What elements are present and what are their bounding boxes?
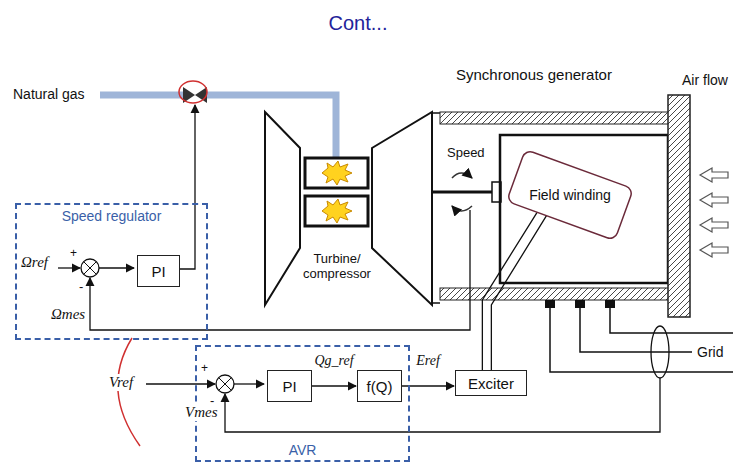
rotor	[500, 135, 668, 283]
summing-junction	[216, 375, 234, 393]
terminal	[605, 300, 615, 308]
compressor-shape	[265, 112, 300, 305]
diagram-label: +	[69, 247, 78, 261]
avr-region: AVR PI f(Q)	[195, 345, 410, 462]
air-filter	[668, 95, 690, 317]
signal-wire	[234, 383, 264, 384]
region-heading: Speed regulator	[17, 208, 206, 224]
air-arrow	[700, 168, 728, 182]
pi-block: PI	[267, 370, 312, 402]
diagram-label: Ωmes	[50, 306, 86, 323]
diagram-label: -	[78, 280, 84, 295]
grid-wire	[550, 308, 733, 372]
red-mark	[179, 81, 207, 103]
diagram-label: Vmes	[184, 404, 219, 421]
speed-arrow	[452, 206, 472, 211]
pi-block: PI	[137, 255, 180, 287]
exciter-box: Exciter	[455, 370, 527, 396]
diagram-label: Air flow	[681, 72, 729, 88]
shaft	[432, 191, 492, 194]
summing-cross	[84, 262, 96, 274]
signal-connector	[312, 385, 356, 386]
combustor	[305, 196, 368, 226]
turbine-shape	[372, 112, 432, 305]
terminal	[545, 300, 555, 308]
signal-wire	[178, 105, 195, 269]
flame	[322, 199, 352, 223]
diagram-label: Speed	[446, 146, 486, 161]
block-label: Field winding	[529, 187, 611, 203]
field-winding: Field winding	[500, 145, 640, 245]
block-label: Exciter	[468, 375, 514, 392]
block-label: PI	[282, 378, 296, 395]
red-mark	[118, 338, 140, 446]
summing-junction	[81, 259, 99, 277]
diagram-label: Natural gas	[12, 86, 86, 102]
diagram-label: Turbine/ compressor	[296, 252, 378, 282]
diagram-label: Grid	[696, 344, 724, 360]
block-label: PI	[151, 263, 165, 280]
air-arrows	[700, 168, 728, 257]
signal-label: Eref	[415, 353, 441, 369]
field-lead	[491, 216, 546, 370]
slide-title: Cont...	[290, 12, 426, 35]
terminal	[575, 300, 585, 308]
stator-bar	[440, 288, 670, 300]
signal-wire	[146, 383, 215, 384]
housing-line	[432, 113, 440, 303]
speed-arrow	[452, 173, 472, 178]
signal-label: Qg_ref	[313, 353, 354, 369]
air-arrow	[700, 243, 728, 257]
signal-wire	[58, 267, 80, 268]
winding-shape	[507, 149, 634, 240]
air-arrow	[700, 193, 728, 207]
combustor	[305, 158, 368, 188]
stator-bar	[440, 112, 670, 124]
voltage-feedback	[225, 378, 660, 432]
signal-wire	[99, 267, 134, 268]
diagram-label: Vref	[108, 374, 134, 391]
block-label: f(Q)	[367, 378, 393, 395]
summing-cross	[219, 378, 231, 390]
diagram-label: +	[200, 362, 209, 376]
regulator-region: Speed regulatorPI	[15, 203, 208, 340]
function-block: f(Q)	[357, 370, 402, 402]
air-arrow	[700, 218, 728, 232]
speed-feedback	[90, 210, 470, 330]
field-lead	[482, 212, 537, 370]
diagram-label: Ωref	[20, 254, 49, 271]
diagram-label: Synchronous generator	[455, 66, 613, 83]
flame	[322, 161, 352, 185]
current-sensor	[651, 326, 669, 378]
region-heading: AVR	[197, 442, 408, 458]
